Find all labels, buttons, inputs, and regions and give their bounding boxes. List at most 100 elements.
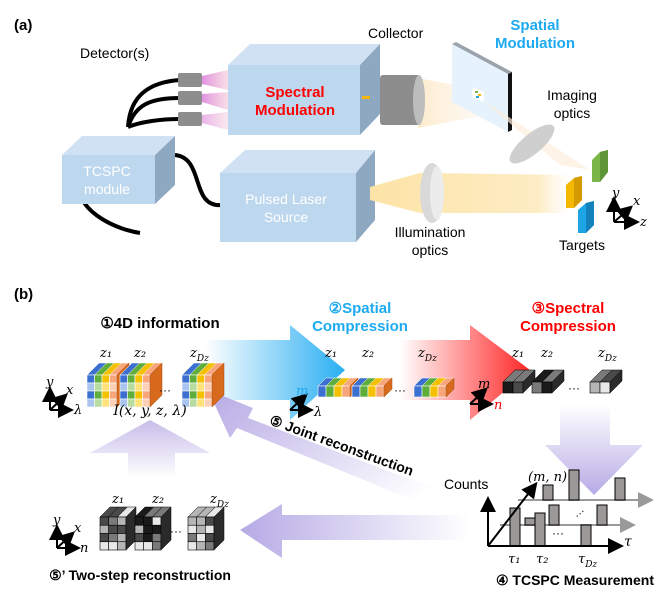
cube-front-cell bbox=[127, 374, 136, 384]
cube-front-cell bbox=[99, 524, 109, 534]
cube-front-cell bbox=[127, 382, 136, 392]
cube-front-cell bbox=[143, 533, 153, 543]
cube-front-cell bbox=[187, 524, 197, 534]
cube-front-cell bbox=[99, 516, 109, 526]
two-step-left-arrow bbox=[240, 504, 470, 558]
z-label: z₁ bbox=[324, 346, 337, 361]
cube-front-cell bbox=[189, 398, 198, 408]
cubes-two-step: ··· bbox=[99, 506, 225, 551]
histogram-bar bbox=[580, 524, 592, 547]
cube-front-cell bbox=[117, 533, 127, 543]
cube-front-cell bbox=[94, 374, 103, 384]
axis-y-label: y bbox=[611, 186, 620, 201]
z-label: z₂ bbox=[133, 346, 146, 361]
cube-front-cell bbox=[94, 390, 103, 400]
axis-label: x bbox=[74, 521, 82, 536]
imaging-optics-line2: optics bbox=[554, 105, 591, 121]
cube-front-cell bbox=[512, 381, 524, 394]
cube-side bbox=[149, 362, 163, 408]
z-subscript: Dz bbox=[604, 354, 617, 364]
cube-front-cell bbox=[142, 390, 151, 400]
joint-reconstruction-arrow bbox=[208, 390, 460, 516]
cubes-4d: ··· bbox=[86, 362, 225, 408]
axis-label: y bbox=[45, 375, 54, 390]
cube-front-cell bbox=[142, 382, 151, 392]
cube-front-cell bbox=[143, 524, 153, 534]
cube-front-cell bbox=[187, 533, 197, 543]
axis-label: λ bbox=[313, 405, 322, 420]
pulsed-laser-box bbox=[220, 150, 375, 242]
cube-front-cell bbox=[204, 374, 213, 384]
spatial-modulation-line2: Modulation bbox=[495, 35, 575, 52]
cubes-spatial-compressed: ··· bbox=[317, 377, 455, 398]
cube-front-cell bbox=[143, 541, 153, 551]
cube-front-cell bbox=[599, 381, 611, 394]
step2-label-line2: Compression bbox=[312, 318, 408, 335]
cube-front-cell bbox=[101, 374, 110, 384]
histogram-bar bbox=[542, 484, 554, 501]
cube-front-cell bbox=[94, 398, 103, 408]
spectral-modulation-box bbox=[228, 44, 380, 135]
cube-front-cell bbox=[109, 374, 118, 384]
spatial-modulation-line1: Spatial bbox=[510, 17, 559, 34]
axis-diagonal bbox=[289, 393, 308, 411]
ellipsis: ··· bbox=[394, 383, 406, 397]
cube-front-cell bbox=[86, 382, 95, 392]
two-step-up-arrow bbox=[90, 420, 210, 478]
cube-front-cell bbox=[541, 381, 553, 394]
z-label: z₁ bbox=[511, 346, 524, 361]
cube-front-cell bbox=[134, 524, 144, 534]
cube-front-cell bbox=[351, 385, 361, 398]
cube-front-cell bbox=[101, 398, 110, 408]
cube-front-cell bbox=[196, 382, 205, 392]
cube-front-cell bbox=[117, 541, 127, 551]
axis-label: m bbox=[296, 384, 308, 399]
cube-front-cell bbox=[181, 390, 190, 400]
cube-front-cell bbox=[204, 398, 213, 408]
pulsed-laser-line1: Pulsed Laser bbox=[245, 191, 327, 207]
spectral-compression-arrow bbox=[400, 325, 530, 420]
axis-label: x bbox=[66, 383, 74, 398]
cube-front-cell bbox=[108, 541, 118, 551]
cube-front-cell bbox=[119, 374, 128, 384]
cube-front-cell bbox=[142, 374, 151, 384]
cube-front-cell bbox=[109, 390, 118, 400]
cube-front-cell bbox=[109, 382, 118, 392]
targets-label: Targets bbox=[559, 237, 605, 253]
cube-front-cell bbox=[196, 390, 205, 400]
cube-front-cell bbox=[429, 385, 439, 398]
histogram-bar bbox=[614, 477, 626, 501]
cube-front-cell bbox=[152, 524, 162, 534]
cube-front-cell bbox=[187, 516, 197, 526]
tcspc-module-line1: TCSPC bbox=[83, 163, 130, 179]
cube-side bbox=[551, 369, 565, 394]
detector-label: Detector(s) bbox=[80, 45, 149, 61]
cube-front-cell bbox=[181, 382, 190, 392]
cubes-spectral-compressed: ··· bbox=[502, 369, 623, 395]
cube-front-cell bbox=[589, 381, 601, 394]
cube-front-cell bbox=[375, 385, 385, 398]
axis-diagonal bbox=[49, 393, 68, 411]
cube-front-cell bbox=[152, 533, 162, 543]
cube-front-cell bbox=[108, 533, 118, 543]
cube-front-cell bbox=[134, 516, 144, 526]
tcspc-module-line2: module bbox=[84, 181, 130, 197]
cube-front-cell bbox=[196, 374, 205, 384]
step4-label: ④ TCSPC Measurement bbox=[496, 572, 654, 588]
cube-front-cell bbox=[413, 385, 423, 398]
histogram-bar bbox=[596, 504, 608, 526]
axis-label: n bbox=[494, 398, 502, 413]
cube-front-cell bbox=[531, 381, 543, 394]
cube-front-cell bbox=[325, 385, 335, 398]
cube-front-cell bbox=[108, 516, 118, 526]
xyz-axes-icon bbox=[606, 196, 640, 230]
cube-front-cell bbox=[86, 374, 95, 384]
cube-front-cell bbox=[99, 541, 109, 551]
cube-front-cell bbox=[205, 533, 215, 543]
detectors bbox=[178, 70, 228, 130]
pulsed-laser-line2: Source bbox=[264, 209, 309, 225]
cube-front-cell bbox=[204, 390, 213, 400]
